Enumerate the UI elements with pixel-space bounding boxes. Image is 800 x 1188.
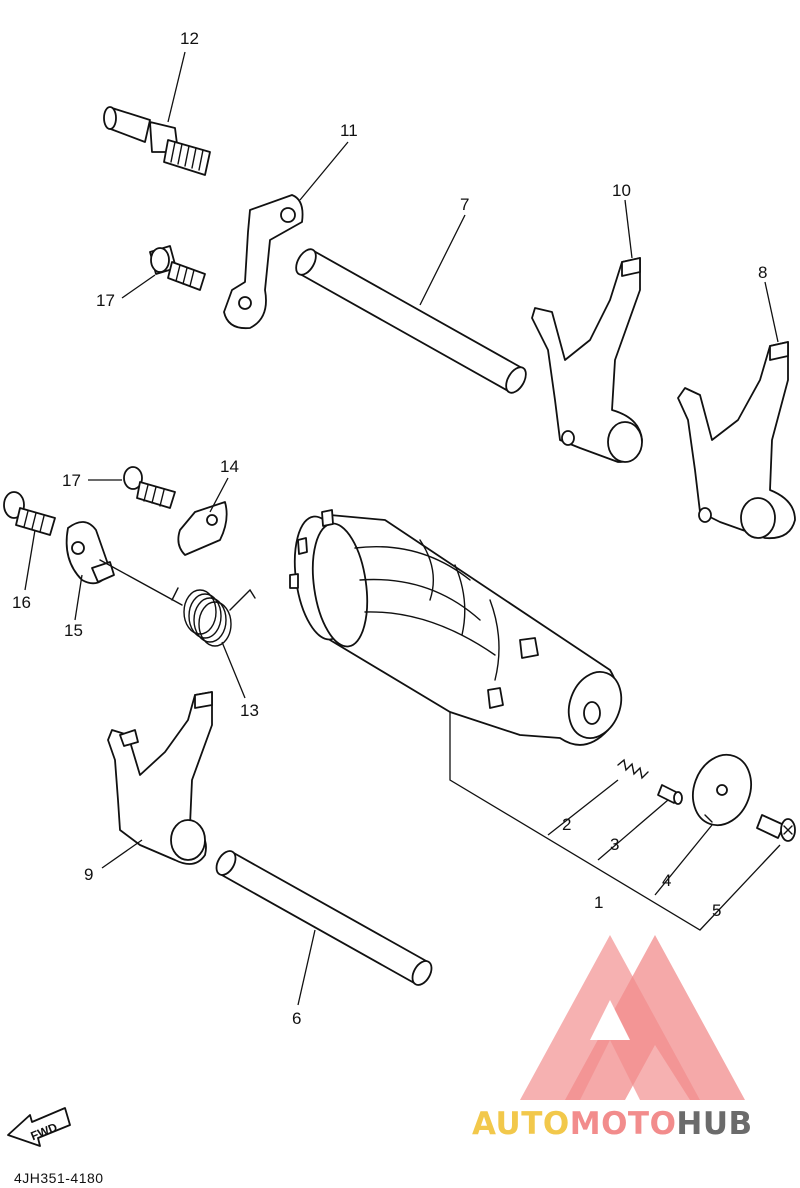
label-4: 4 (662, 871, 671, 890)
part-6-shift-fork-shaft (215, 850, 433, 986)
part-11-bracket (223, 194, 304, 330)
brand-part-hub: HUB (676, 1106, 753, 1142)
label-14: 14 (220, 457, 239, 476)
part-16-bolt (3, 491, 56, 536)
part-3-pin (657, 784, 683, 805)
label-3: 3 (610, 835, 619, 854)
brand-part-auto: AUTO (472, 1106, 570, 1142)
label-15: 15 (64, 621, 83, 640)
label-17-upper: 17 (96, 291, 115, 310)
part-15-washer (65, 521, 115, 585)
part-5-screw (756, 814, 796, 842)
drawing-code: 4JH351-4180 (14, 1170, 104, 1186)
label-5: 5 (712, 901, 721, 920)
label-7: 7 (460, 195, 469, 214)
label-17-middle: 17 (62, 471, 81, 490)
part-17-bolt-middle (123, 466, 176, 509)
leader-lines (24, 51, 781, 1006)
part-14-plate (177, 501, 228, 556)
label-9: 9 (84, 865, 93, 884)
label-2: 2 (562, 815, 571, 834)
part-10-shift-fork (531, 257, 643, 463)
part-number-labels: 12 11 7 10 8 17 17 14 16 15 13 9 6 2 3 4… (12, 29, 767, 1028)
label-6: 6 (292, 1009, 301, 1028)
brand-part-moto: MOTO (569, 1106, 677, 1142)
label-16: 16 (12, 593, 31, 612)
watermark-logo (520, 935, 745, 1100)
part-7-shift-fork-shaft (295, 248, 527, 394)
part-1-shift-drum (289, 509, 623, 746)
label-10: 10 (612, 181, 631, 200)
label-1: 1 (594, 893, 603, 912)
label-11: 11 (340, 121, 358, 140)
part-2-spring (617, 758, 649, 780)
part-12-stud-bolt (103, 106, 211, 176)
part-8-shift-fork (677, 341, 796, 540)
part-9-shift-fork (107, 691, 213, 865)
part-13-torsion-spring (99, 559, 256, 647)
fwd-arrow-icon: FWD (7, 1107, 71, 1147)
label-8: 8 (758, 263, 767, 282)
label-13: 13 (240, 701, 259, 720)
part-17-bolt-upper (149, 245, 206, 291)
watermark-brand-text: AUTOMOTOHUB (472, 1106, 753, 1142)
part-4-segment (692, 753, 752, 827)
label-12: 12 (180, 29, 199, 48)
